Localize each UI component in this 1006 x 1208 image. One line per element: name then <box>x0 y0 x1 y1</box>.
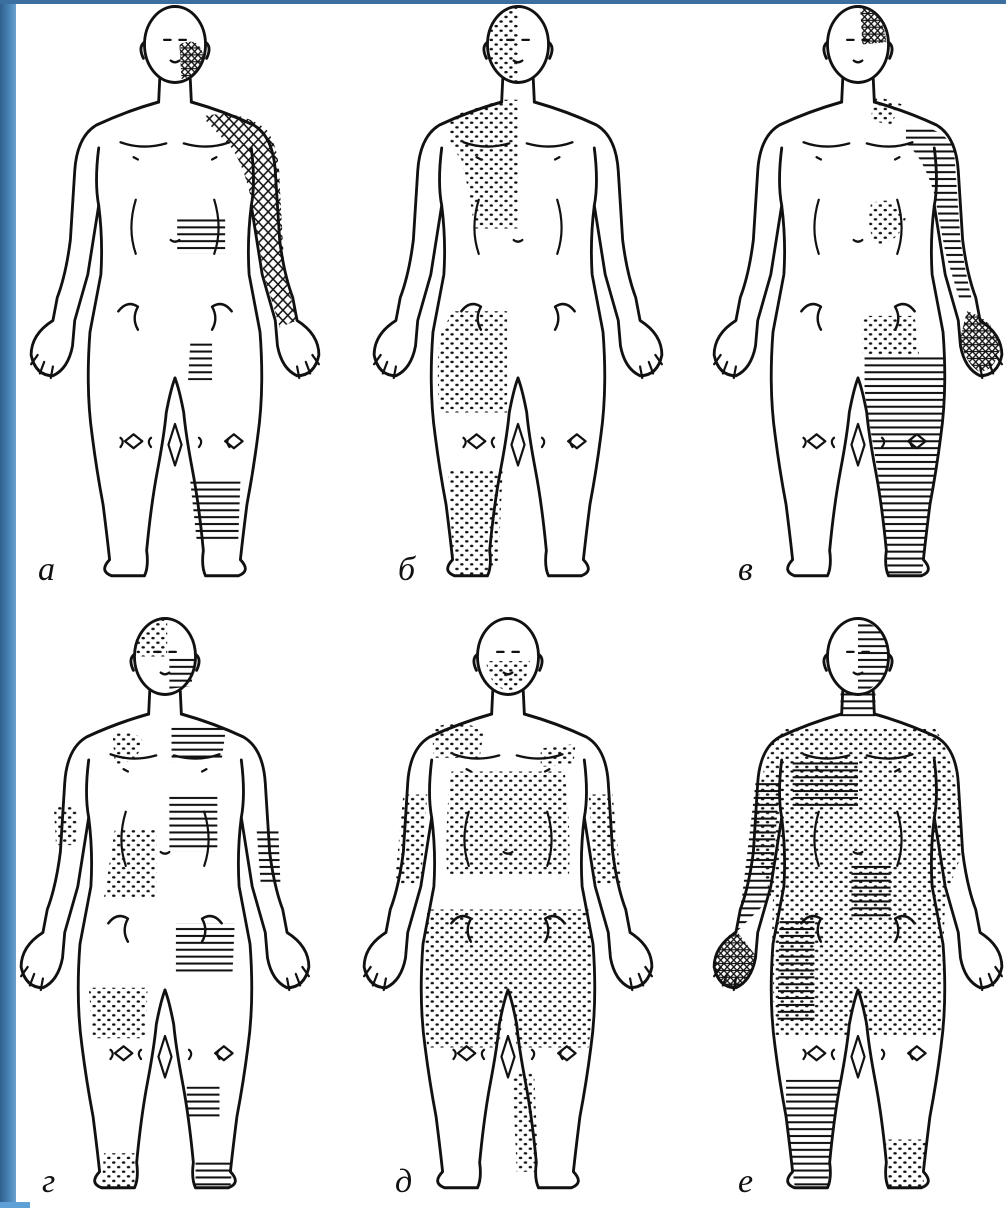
shading-g-abdomen-dots <box>104 829 156 898</box>
shading-g-arm-left-dots <box>54 806 78 845</box>
panel-label-b: б <box>398 551 417 588</box>
panel-label-d: д <box>395 1163 412 1200</box>
shading-b-head-dots <box>487 8 518 82</box>
panel-label-a: а <box>38 551 55 588</box>
figure-b <box>374 7 662 576</box>
shading-g-knee-dots <box>89 988 148 1039</box>
shading-e-head-hatch <box>858 620 889 694</box>
panel-label-g: г <box>42 1163 55 1200</box>
shading-g-shin-hatch <box>187 1087 220 1119</box>
shading-d-face-dots <box>486 661 530 691</box>
panel-label-e: е <box>738 1163 753 1200</box>
shading-b-thigh-dots <box>438 311 507 412</box>
shading-g-foot-hatch <box>196 1163 233 1188</box>
panel-label-v: в <box>738 551 753 588</box>
shading-a-face-cross <box>179 42 203 79</box>
shading-e-leg-left-hatch <box>777 921 814 1025</box>
shading-b-trunk-dots <box>449 100 518 229</box>
figure-a <box>31 7 319 576</box>
shading-g-chest-dots <box>113 732 144 764</box>
shading-e-chest-hatch <box>793 758 858 806</box>
shading-a-thigh-hatch <box>188 344 212 381</box>
shading-g-midtrunk-hatch <box>169 795 217 853</box>
shading-e-midline-hatch <box>851 864 890 922</box>
figure-e <box>714 619 1002 1188</box>
shading-v-leg-hatch <box>865 355 944 576</box>
figure-v <box>714 7 1002 576</box>
shading-d-shoulder-dots <box>432 724 484 758</box>
shading-b-shin-dots <box>448 470 503 576</box>
shading-g-foot-dots <box>102 1153 135 1188</box>
figure-g <box>21 619 309 1188</box>
figure-d <box>364 619 652 1188</box>
shading-g-head-dots <box>137 620 168 657</box>
shading-d-legs-dots <box>424 910 592 1048</box>
shading-e-foot-right-dots <box>886 1140 925 1188</box>
shading-v-hip-dots <box>862 316 919 355</box>
